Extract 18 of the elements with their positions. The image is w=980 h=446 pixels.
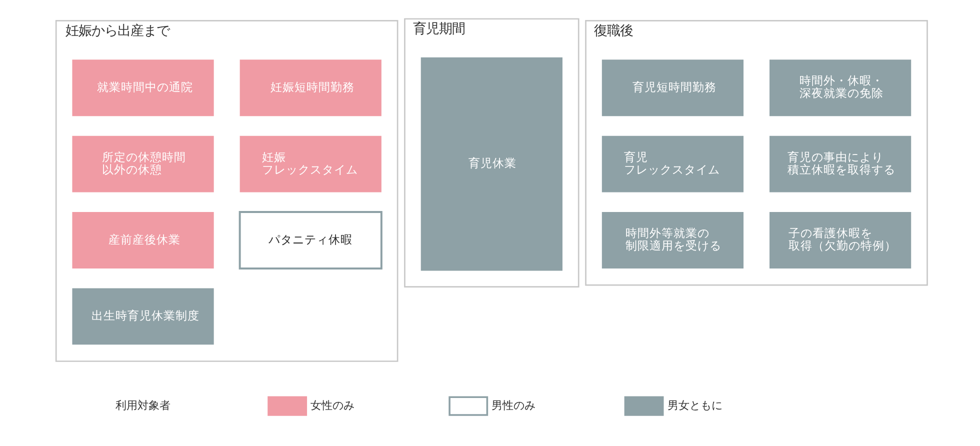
legend-label: 男性のみ bbox=[492, 398, 536, 412]
node-box: 妊娠短時間勤務 bbox=[240, 60, 382, 116]
node-box: 育児フレックスタイム bbox=[602, 136, 744, 192]
node-box: 産前産後休業 bbox=[72, 212, 214, 268]
node-box: 所定の休憩時間以外の休憩 bbox=[72, 136, 214, 192]
legend-label: 男女ともに bbox=[667, 398, 722, 412]
node-box: 時間外・休暇・深夜就業の免除 bbox=[770, 60, 912, 116]
label: 利用対象者 bbox=[116, 398, 171, 412]
node-box: 育児休業 bbox=[420, 57, 562, 271]
node-box: 子の看護休暇を取得（欠勤の特例） bbox=[770, 212, 912, 268]
node-box: 就業時間中の通院 bbox=[72, 60, 214, 116]
node-box: 育児短時間勤務 bbox=[602, 60, 744, 116]
node-box: 育児の事由により積立休暇を取得する bbox=[770, 136, 912, 192]
node-box: 時間外等就業の制限適用を受ける bbox=[602, 212, 744, 268]
legend-label: 女性のみ bbox=[310, 398, 355, 412]
node-box: 妊娠フレックスタイム bbox=[240, 136, 382, 192]
node-box: パタニティ休暇 bbox=[238, 211, 382, 270]
node-box: 出生時育児休業制度 bbox=[72, 288, 214, 345]
